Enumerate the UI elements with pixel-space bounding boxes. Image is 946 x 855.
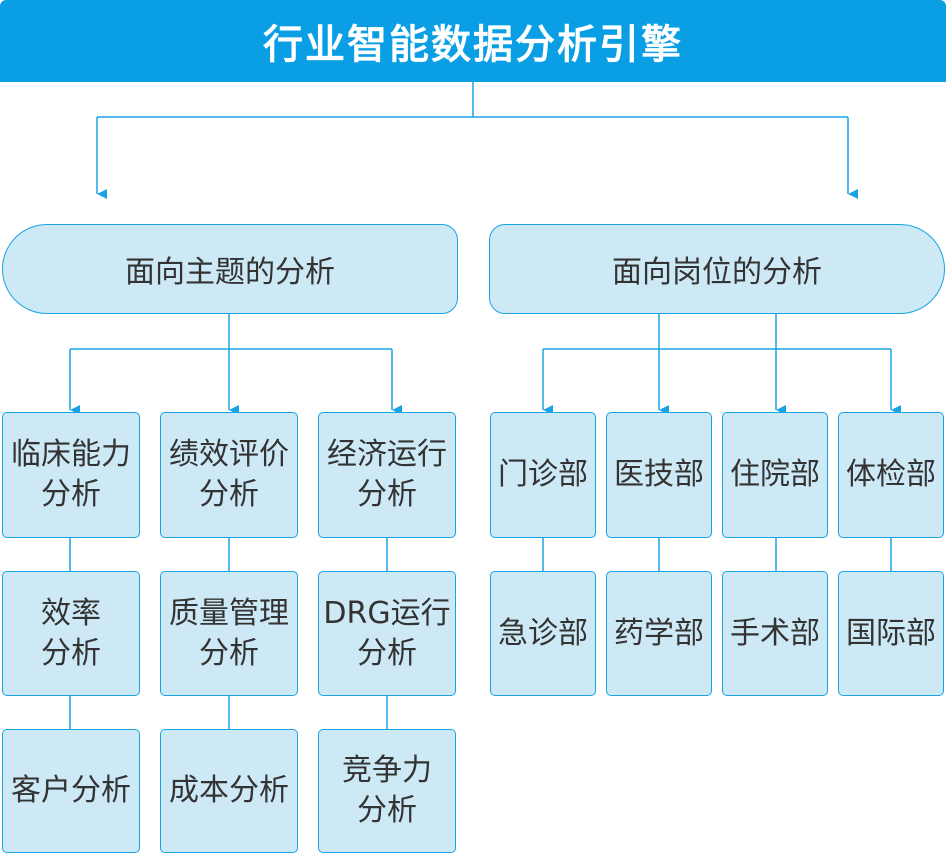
node-label-line: 成本分析 (169, 773, 289, 808)
node-label-line: 急诊部 (498, 615, 588, 651)
node-label-line: 医技部 (614, 457, 704, 492)
node-label-line: 绩效评价 (169, 437, 289, 472)
node-competitiveness: 竞争力 分析 (318, 729, 456, 853)
node-label-line: DRG运行 (323, 595, 451, 631)
node-label-line: 体检部 (846, 457, 936, 492)
node-emergency: 急诊部 (490, 571, 596, 696)
node-label-line: 客户分析 (11, 773, 131, 808)
node-quality: 质量管理 分析 (160, 571, 298, 696)
branch-label: 面向主题的分析 (125, 255, 335, 290)
node-performance: 绩效评价 分析 (160, 412, 298, 538)
node-economic: 经济运行 分析 (318, 412, 456, 538)
page-title: 行业智能数据分析引擎 (263, 22, 683, 68)
node-pharmacy: 药学部 (606, 571, 712, 696)
node-surgery: 手术部 (722, 571, 828, 696)
node-label-line: 分析 (41, 477, 101, 512)
node-label-line: 门诊部 (498, 457, 588, 492)
node-label-line: 分析 (41, 635, 101, 671)
title-banner: 行业智能数据分析引擎 (0, 0, 946, 82)
node-label-line: 国际部 (846, 615, 936, 651)
node-label-line: 药学部 (614, 615, 704, 651)
node-label-line: 分析 (357, 477, 417, 512)
node-label-line: 经济运行 (327, 437, 447, 472)
node-efficiency: 效率 分析 (2, 571, 140, 696)
node-drg: DRG运行 分析 (318, 571, 456, 696)
branch-label: 面向岗位的分析 (612, 255, 822, 290)
node-label-line: 手术部 (730, 615, 820, 651)
node-label-line: 临床能力 (11, 437, 131, 472)
node-label-line: 分析 (357, 635, 417, 671)
node-outpatient: 门诊部 (490, 412, 596, 538)
node-label-line: 竞争力 (342, 753, 432, 788)
node-label-line: 分析 (199, 477, 259, 512)
node-label-line: 效率 (41, 595, 101, 631)
node-label-line: 分析 (357, 793, 417, 828)
branch-position-analysis: 面向岗位的分析 (489, 224, 945, 314)
node-label-line: 分析 (199, 635, 259, 671)
node-physical-exam: 体检部 (838, 412, 944, 538)
node-international: 国际部 (838, 571, 944, 696)
branch-topic-analysis: 面向主题的分析 (2, 224, 458, 314)
node-inpatient: 住院部 (722, 412, 828, 538)
node-label-line: 住院部 (730, 457, 820, 492)
node-medical-tech: 医技部 (606, 412, 712, 538)
node-clinical-ability: 临床能力 分析 (2, 412, 140, 538)
node-customer: 客户分析 (2, 729, 140, 853)
node-label-line: 质量管理 (169, 595, 289, 631)
node-cost: 成本分析 (160, 729, 298, 853)
